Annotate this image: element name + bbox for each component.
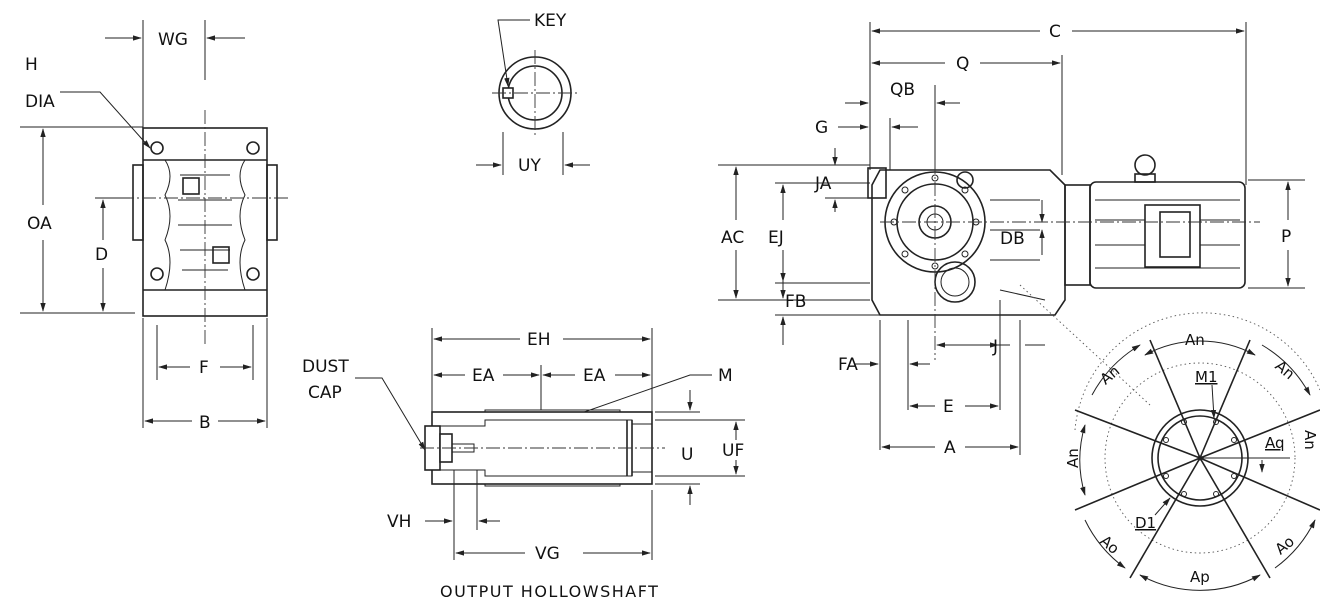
m-label: M [718,366,733,386]
flange-view: An An An An An M1 Aq D1 Ao Ao Ap [1064,312,1320,591]
f-label: F [199,358,209,378]
ao-label-1: Ao [1097,532,1123,558]
uy-label: UY [518,156,541,176]
key-view: KEY UY [476,11,590,176]
ea-label-1: EA [472,366,495,386]
an-label-3: An [1272,357,1299,384]
ap-label: Ap [1190,568,1210,586]
side-view: C Q QB G [718,22,1305,458]
ea-label-2: EA [583,366,606,386]
d-label: D [95,245,108,265]
vg-label: VG [535,544,560,564]
aq-label: Aq [1265,434,1285,452]
eh-label: EH [527,330,551,350]
d1-label: D1 [1135,514,1156,532]
hollowshaft-caption: OUTPUT HOLLOWSHAFT [440,582,659,600]
dust-label: DUST [302,357,349,377]
ao-label-2: Ao [1272,532,1298,558]
db-label: DB [1000,229,1025,249]
fa-label: FA [838,355,858,375]
c-label: C [1049,22,1061,42]
ac-label: AC [721,228,744,248]
dia-label: DIA [25,92,55,112]
vh-label: VH [387,512,411,532]
q-label: Q [956,54,969,74]
an-label-2: An [1097,362,1124,389]
wg-label: WG [158,30,188,50]
an-label-1: An [1185,331,1205,349]
oa-label: OA [27,214,52,234]
b-label: B [199,413,211,433]
ej-label: EJ [768,228,784,248]
g-label: G [815,118,828,138]
an-label-4: An [1064,448,1082,468]
qb-label: QB [890,80,915,100]
cap-label: CAP [308,383,342,403]
h-label: H [25,55,38,75]
u-label: U [681,445,693,465]
ja-label: JA [814,174,832,194]
j-label: J [992,337,998,357]
an-label-5: An [1301,430,1319,450]
e-label: E [943,397,954,417]
end-view: WG H DIA OA D F [20,20,290,433]
uf-label: UF [722,441,744,461]
m1-label: M1 [1195,368,1218,386]
p-label: P [1281,227,1291,247]
key-label: KEY [534,11,567,31]
fb-label: FB [785,292,806,312]
a-label: A [944,438,956,458]
hollowshaft-view: EH EA EA M DUST CAP U UF [302,328,745,600]
